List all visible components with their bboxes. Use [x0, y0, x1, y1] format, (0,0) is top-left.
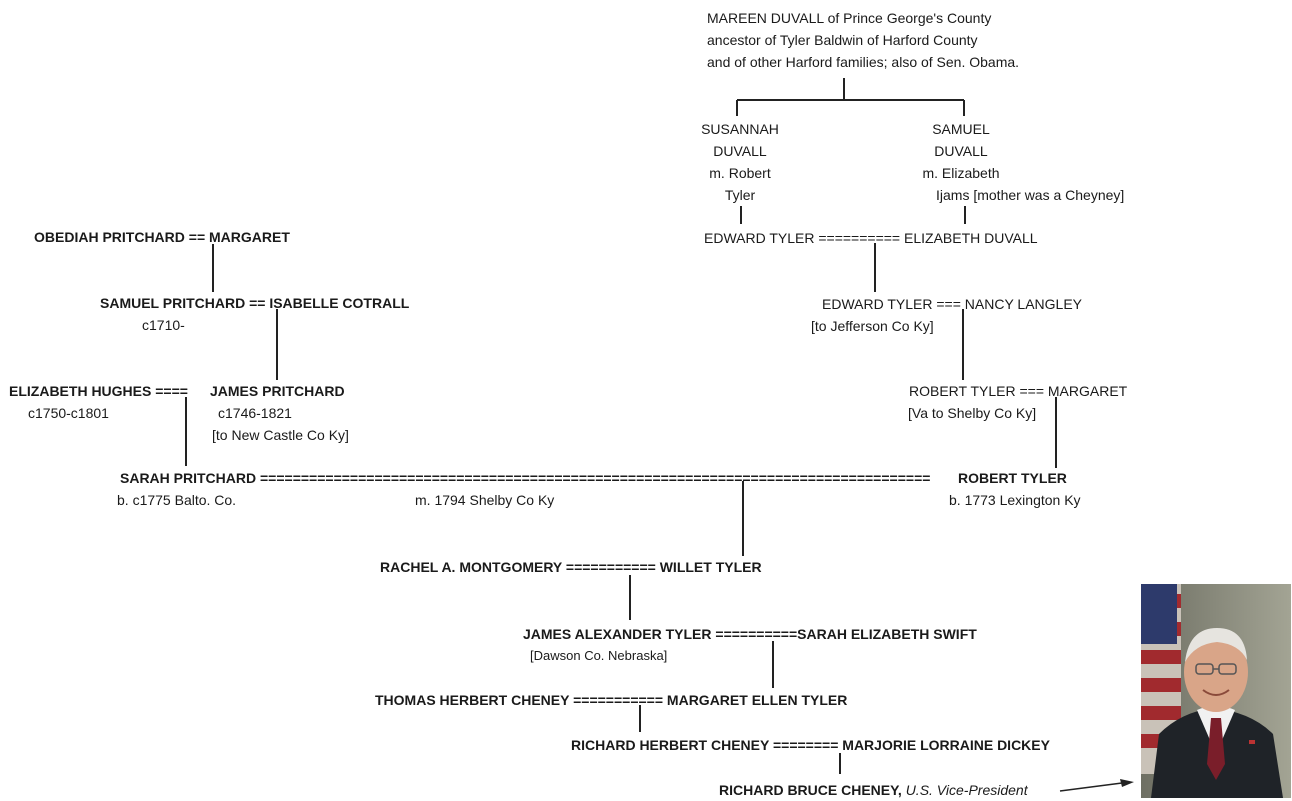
samuel-pritchard-date: c1710- [142, 317, 185, 333]
robert-tyler-birth: b. 1773 Lexington Ky [949, 492, 1081, 508]
robert-margaret-couple: ROBERT TYLER === MARGARET [909, 383, 1128, 399]
portrait-illustration [1141, 584, 1291, 798]
james-sarah-note: [Dawson Co. Nebraska] [530, 648, 668, 663]
duvall-header-line2: ancestor of Tyler Baldwin of Harford Cou… [707, 32, 978, 48]
edward-nancy-couple: EDWARD TYLER === NANCY LANGLEY [822, 296, 1082, 312]
portrait-photo [1141, 584, 1291, 798]
robert-tyler-name: ROBERT TYLER [958, 470, 1067, 486]
susannah-spouse2: Tyler [724, 187, 756, 203]
james-sarah-couple: JAMES ALEXANDER TYLER ==========SARAH EL… [523, 626, 977, 642]
duvall-header-line1: MAREEN DUVALL of Prince George's County [707, 10, 992, 26]
susannah-name2: DUVALL [713, 143, 767, 159]
obediah-margaret-couple: OBEDIAH PRITCHARD == MARGARET [34, 229, 290, 245]
rachel-willet-couple: RACHEL A. MONTGOMERY =========== WILLET … [380, 559, 762, 575]
samuel-duvall-name2: DUVALL [934, 143, 988, 159]
susannah-spouse1: m. Robert [709, 165, 771, 181]
robert-margaret-note: [Va to Shelby Co Ky] [908, 405, 1037, 421]
edward-nancy-note: [to Jefferson Co Ky] [811, 318, 934, 334]
thomas-margaret-couple: THOMAS HERBERT CHENEY =========== MARGAR… [375, 692, 848, 708]
duvall-header-line3: and of other Harford families; also of S… [707, 54, 1020, 70]
james-pritchard-note: [to New Castle Co Ky] [212, 427, 349, 443]
sarah-pritchard-birth: b. c1775 Balto. Co. [117, 492, 237, 508]
richard-marjorie-couple: RICHARD HERBERT CHENEY ======== MARJORIE… [571, 737, 1050, 753]
richard-bruce-cheney: RICHARD BRUCE CHENEY, U.S. Vice-Presiden… [719, 782, 1028, 798]
samuel-duvall-spouse2: Ijams [mother was a Cheyney] [936, 187, 1125, 203]
samuel-duvall-name1: SAMUEL [932, 121, 990, 137]
samuel-isabelle-couple: SAMUEL PRITCHARD == ISABELLE COTRALL [100, 295, 410, 311]
edward-elizabeth-couple: EDWARD TYLER ========== ELIZABETH DUVALL [704, 230, 1038, 246]
elizabeth-hughes-name: ELIZABETH HUGHES ==== [9, 383, 188, 399]
vice-president-title: U.S. Vice-President [905, 782, 1028, 798]
sarah-robert-marriage: m. 1794 Shelby Co Ky [415, 492, 555, 508]
james-pritchard-name: JAMES PRITCHARD [210, 383, 345, 399]
james-pritchard-date: c1746-1821 [218, 405, 292, 421]
susannah-name1: SUSANNAH [701, 121, 779, 137]
richard-bruce-name: RICHARD BRUCE CHENEY, [719, 782, 902, 798]
elizabeth-hughes-date: c1750-c1801 [28, 405, 109, 421]
samuel-duvall-spouse1: m. Elizabeth [922, 165, 1000, 181]
sarah-pritchard-line: SARAH PRITCHARD ========================… [120, 470, 931, 486]
